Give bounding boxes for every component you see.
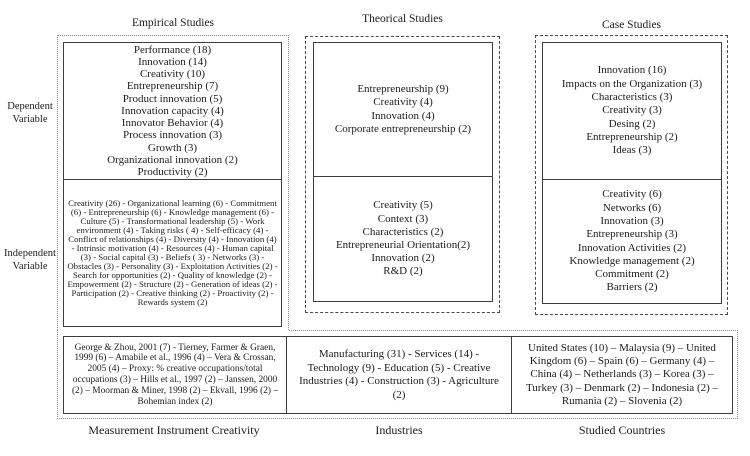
list-line: Barriers (2) (606, 281, 658, 294)
list-line: Commitment (2) (595, 268, 669, 281)
studied-countries-label: Studied Countries (578, 423, 666, 437)
list-line: Entrepreneurship (7) (126, 80, 219, 93)
industries-label: Industries (375, 423, 423, 437)
list-line: Performance (18) (133, 43, 212, 56)
list-line: Creativity (4) (373, 96, 433, 109)
case-top-list: Innovation (16)Impacts on the Organizati… (543, 43, 721, 179)
list-line: Entrepreneurship (3) (586, 228, 678, 241)
list-line: Knowledge management (2) (569, 254, 695, 267)
list-line: Corporate entrepreneurship (2) (334, 122, 472, 135)
list-line: Innovation (3) (600, 214, 664, 227)
list-line: Innovation (2) (371, 252, 435, 265)
independent-variable-label: Independent Variable (4, 248, 56, 272)
empirical-dependent-list: Performance (18)Innovation (14)Creativit… (64, 43, 281, 179)
list-line: Context (3) (377, 212, 429, 225)
empirical-variables-box: Performance (18)Innovation (14)Creativit… (63, 42, 282, 327)
list-line: Characteristics (2) (362, 225, 444, 238)
empirical-independent-text: Creativity (26) - Organizational learnin… (67, 198, 278, 307)
empirical-independent-section: Creativity (26) - Organizational learnin… (64, 179, 281, 326)
measurement-instrument-creativity-label: Measurement Instrument Creativity (88, 423, 260, 437)
case-column-frame (535, 35, 728, 315)
theorical-studies-box: Entrepreneurship (9)Creativity (4)Innova… (313, 42, 493, 302)
list-line: Creativity (6) (602, 188, 662, 201)
list-line: Innovation (14) (138, 56, 207, 69)
bottom-summary-row: George & Zhou, 2001 (7) - Tierney, Farme… (63, 336, 733, 414)
bottom-section-frame (57, 330, 738, 419)
bottom-section-frame-top-border (289, 330, 738, 331)
case-bottom-list: Creativity (6)Networks (6)Innovation (3)… (543, 179, 721, 303)
empirical-studies-header: Empirical Studies (131, 17, 215, 29)
industries-cell: Manufacturing (31) - Services (14) - Tec… (286, 337, 512, 413)
list-line: Impacts on the Organization (3) (561, 77, 703, 90)
list-line: Organizational innovation (2) (107, 153, 238, 166)
list-line: Creativity (10) (139, 68, 206, 81)
list-line: Productivity (2) (137, 165, 208, 178)
list-line: Product innovation (5) (122, 92, 223, 105)
list-line: Entrepreneurial Orientation(2) (335, 239, 471, 251)
case-studies-box: Innovation (16)Impacts on the Organizati… (542, 42, 722, 304)
list-line: Innovation (4) (371, 109, 435, 122)
list-line: Creativity (3) (602, 104, 662, 117)
empirical-column-frame (57, 35, 289, 330)
dependent-variable-label: Dependent Variable (7, 101, 53, 125)
list-line: Innovator Behavior (4) (121, 117, 224, 130)
list-line: Characteristics (3) (591, 91, 673, 104)
measurement-instruments-cell: George & Zhou, 2001 (7) - Tierney, Farme… (71, 342, 279, 407)
list-line: Process innovation (3) (123, 129, 222, 142)
list-line: Desing (2) (608, 117, 656, 130)
list-line: R&D (2) (383, 265, 423, 278)
list-line: Entrepreneurship (2) (586, 130, 678, 143)
theorical-column-frame (305, 36, 500, 313)
case-studies-header: Case Studies (601, 19, 662, 31)
theorical-studies-header: Theorical Studies (362, 13, 443, 25)
list-line: Networks (6) (602, 201, 662, 214)
list-line: Ideas (3) (612, 144, 652, 157)
list-line: Innovation capacity (4) (121, 104, 224, 117)
theorical-top-list: Entrepreneurship (9)Creativity (4)Innova… (314, 43, 492, 176)
list-line: Innovation Activities (2) (577, 241, 687, 254)
countries-cell: United States (10) – Malaysia (9) – Unit… (525, 341, 719, 407)
theorical-bottom-list: Creativity (5)Context (3)Characteristics… (314, 176, 492, 301)
list-line: Growth (3) (147, 141, 198, 154)
list-line: Creativity (5) (373, 199, 433, 212)
list-line: Innovation (16) (597, 64, 667, 77)
list-line: Entrepreneurship (9) (357, 83, 449, 96)
